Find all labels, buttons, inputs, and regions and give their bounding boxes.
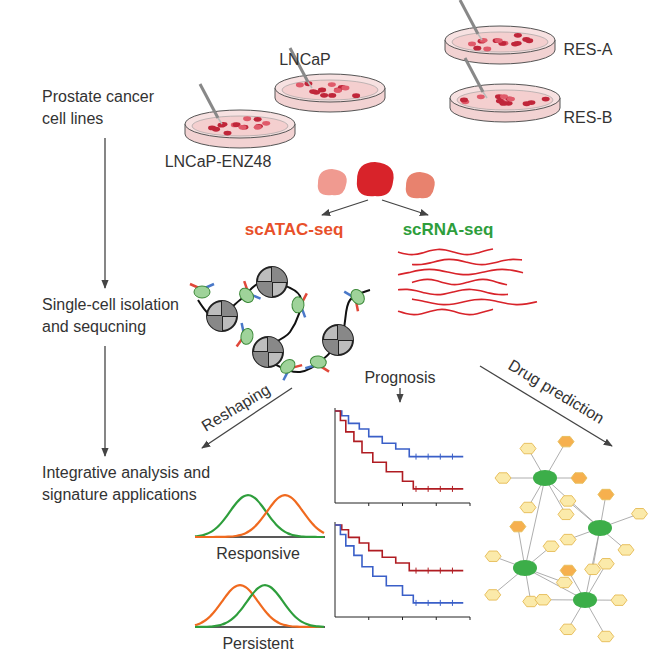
rna-strand — [398, 309, 493, 314]
nucleosome — [323, 325, 353, 355]
density-curve — [195, 585, 324, 627]
step-text: Integrative analysis and signature appli… — [42, 462, 248, 506]
gene-node — [573, 592, 597, 608]
annotation-label: Persistent — [222, 635, 293, 653]
nucleosome — [257, 267, 287, 297]
drug-node — [598, 631, 614, 641]
density-curve — [195, 585, 324, 627]
drug-node — [571, 473, 587, 483]
rna-strand — [412, 299, 537, 304]
density-curve — [195, 495, 324, 537]
drug-node — [543, 541, 559, 551]
arrow — [322, 200, 368, 215]
drug-node — [611, 595, 627, 605]
arrow — [382, 200, 428, 215]
drug-node — [558, 509, 574, 519]
transposase — [234, 281, 261, 308]
annotation-label: scATAC-seq — [245, 221, 344, 239]
nucleosome — [207, 301, 237, 331]
transposase — [237, 323, 256, 349]
petri-dish — [445, 0, 555, 64]
rna-strand — [412, 279, 507, 284]
petri-dish — [185, 84, 295, 148]
drug-node — [535, 595, 551, 605]
rna-strand — [412, 259, 522, 264]
drug-node — [631, 509, 647, 519]
step-label: Prostate cancer cell lines — [40, 84, 180, 132]
petri-dish — [275, 48, 385, 112]
cell — [406, 172, 435, 198]
rna-strand — [398, 269, 523, 274]
drug-node — [598, 559, 614, 569]
gene-node — [588, 520, 612, 536]
drug-node — [520, 502, 536, 512]
gene-node — [533, 470, 557, 486]
survival-plot — [335, 522, 470, 620]
rna-strand — [398, 289, 508, 294]
annotation-label: Drug prediction — [505, 356, 607, 427]
drug-node — [618, 545, 634, 555]
step-label: Single-cell isolation and sequcning — [40, 292, 205, 340]
dna-strand — [198, 282, 370, 372]
cell — [357, 162, 394, 196]
drug-node — [485, 551, 501, 561]
cell — [318, 169, 347, 195]
transposase — [305, 354, 331, 371]
density-curve — [195, 495, 324, 537]
transposase — [190, 284, 214, 298]
drug-node — [598, 489, 614, 499]
drug-node — [556, 577, 572, 587]
flow-arrow — [104, 346, 105, 456]
drug-node — [495, 473, 511, 483]
flow-arrow — [104, 138, 105, 288]
drug-node — [560, 534, 576, 544]
drug-node — [558, 436, 574, 446]
drug-node — [560, 624, 576, 634]
step-text: Prostate cancer cell lines — [42, 86, 178, 130]
drug-node — [585, 564, 601, 574]
annotation-label: RES-A — [564, 41, 613, 59]
drug-node — [560, 565, 576, 575]
petri-dish — [450, 58, 560, 122]
annotation-label: LNCaP-ENZ48 — [165, 153, 272, 171]
drug-node — [520, 443, 536, 453]
drug-node — [485, 590, 501, 600]
rna-strand — [398, 249, 493, 255]
arrow — [399, 388, 400, 402]
gene-node — [513, 560, 537, 576]
annotation-label: Prognosis — [364, 369, 435, 387]
transposase — [344, 284, 369, 312]
transposase — [275, 354, 302, 380]
annotation-label: RES-B — [564, 109, 613, 127]
annotation-label: scRNA-seq — [403, 221, 494, 239]
transposase — [291, 292, 307, 317]
drug-node — [510, 521, 526, 531]
step-text: Single-cell isolation and sequcning — [42, 294, 203, 338]
annotation-label: Responsive — [216, 545, 300, 563]
annotation-label: LNCaP — [279, 51, 331, 69]
survival-plot — [335, 408, 470, 506]
nucleosome — [253, 337, 283, 367]
step-label: Integrative analysis and signature appli… — [40, 460, 250, 508]
drug-node — [560, 496, 576, 506]
